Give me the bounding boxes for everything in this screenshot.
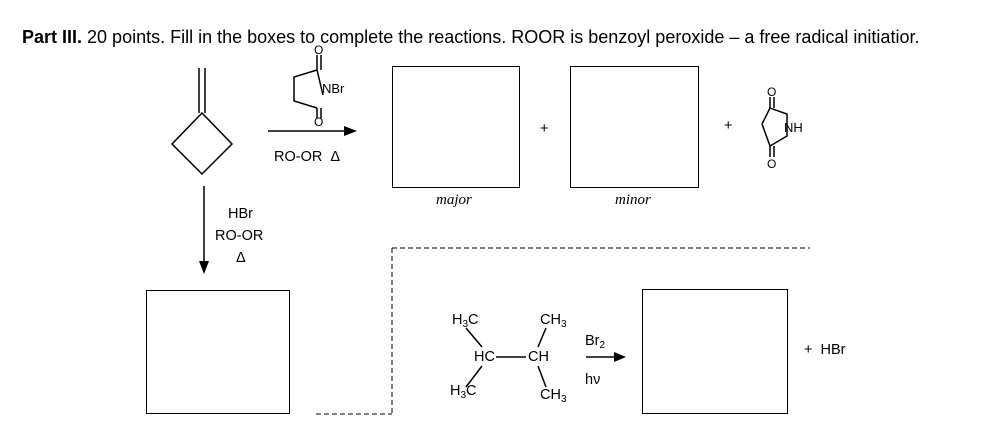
plus-sign-2: + — [724, 118, 733, 134]
instructions-text: 20 points. Fill in the boxes to complete… — [82, 27, 920, 47]
heat-symbol-2: Δ — [236, 250, 246, 266]
reagent-br2: Br2 — [585, 333, 606, 351]
ch-carbon: CH — [528, 349, 549, 365]
succinimide-label: NH — [784, 120, 803, 135]
plus-sign-1: + — [540, 121, 549, 137]
answer-box-minor[interactable] — [570, 66, 699, 188]
h3c-bottom-left: H3C — [450, 383, 477, 401]
answer-box-hbr-product[interactable] — [146, 290, 290, 414]
conditions-1-heat: Δ — [330, 149, 341, 165]
succinimide-oxygen-bottom: O — [767, 157, 776, 171]
succinimide-oxygen-top: O — [767, 85, 776, 99]
hc-carbon: HC — [474, 349, 495, 365]
ch3-bottom-right: CH3 — [540, 387, 567, 405]
h3c-top-left: H3C — [452, 312, 479, 330]
nbs-oxygen-bottom: O — [314, 115, 323, 129]
answer-box-major[interactable] — [392, 66, 520, 188]
nbs-ring — [293, 69, 324, 109]
answer-box-bromination-product[interactable] — [642, 289, 788, 414]
conditions-1-reagent: RO-OR — [274, 149, 323, 165]
light-symbol: hν — [585, 372, 601, 388]
cyclobutane-ring — [170, 111, 234, 176]
question-title: Part III. 20 points. Fill in the boxes t… — [22, 27, 919, 48]
reagent-roor: RO-OR — [215, 228, 264, 244]
ch3-top-right: CH3 — [540, 312, 567, 330]
major-label: major — [436, 192, 472, 208]
byproduct-hbr: + HBr — [804, 342, 846, 358]
reagent-hbr: HBr — [228, 206, 253, 222]
succinimide-ring — [761, 107, 788, 148]
conditions-1: RO-OR Δ — [274, 149, 340, 165]
part-label: Part III. — [22, 27, 83, 47]
minor-label: minor — [615, 192, 651, 208]
nbs-oxygen-top: O — [314, 43, 323, 57]
nbs-label: NBr — [322, 81, 345, 96]
